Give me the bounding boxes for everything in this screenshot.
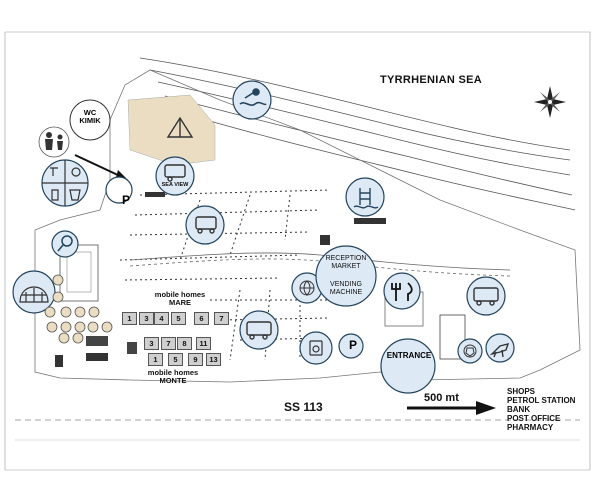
internal-road-dashed xyxy=(129,258,511,277)
destination-petrol-station: PETROL STATION xyxy=(507,396,576,405)
unit-number[interactable]: 6 xyxy=(194,312,209,325)
reception-circle[interactable] xyxy=(315,245,377,307)
bungalow-cluster xyxy=(44,274,113,344)
road-label: SS 113 xyxy=(284,400,323,414)
entrance-label: ENTRANCE xyxy=(386,351,432,360)
mobile-homes-monte-label: mobile homes MONTE xyxy=(138,369,208,385)
direction-arrow xyxy=(407,401,496,415)
entrance-circle[interactable] xyxy=(380,338,436,394)
buildings xyxy=(55,192,386,367)
unit-number[interactable]: 7 xyxy=(214,312,229,325)
caravan-circle[interactable] xyxy=(185,205,225,245)
distance-label: 500 mt xyxy=(424,392,459,404)
destination-post-office: POST OFFICE xyxy=(507,414,561,423)
sea-view-label: SEA VIEW xyxy=(161,182,189,188)
vending-line2: MACHINE xyxy=(329,289,363,296)
vending-label: VENDING MACHINE xyxy=(316,281,376,297)
search-circle[interactable] xyxy=(51,230,79,258)
internal-road xyxy=(129,252,511,271)
laundry-circle[interactable] xyxy=(299,331,333,365)
children-circle[interactable] xyxy=(38,126,70,158)
unit-number[interactable]: 3 xyxy=(139,312,154,325)
town-services-list: SHOPS PETROL STATION BANK POST OFFICE PH… xyxy=(507,387,575,432)
parking-circle-west[interactable] xyxy=(105,176,133,204)
reception-line1: RECEPTION xyxy=(325,255,367,262)
mobile-homes-monte-line2: MONTE xyxy=(159,376,187,385)
parking-label-west: P xyxy=(121,193,130,207)
dog-circle[interactable] xyxy=(485,333,515,363)
pool xyxy=(66,251,92,293)
shoreline xyxy=(139,57,576,211)
restaurant-icon xyxy=(391,282,413,301)
globe-icon xyxy=(299,280,315,296)
parking-label-entrance: P xyxy=(348,338,357,352)
wc-label-line2: KIMIK xyxy=(79,116,101,125)
search-icon xyxy=(57,235,73,252)
pool-ladder-icon xyxy=(353,188,379,209)
football-circle[interactable] xyxy=(457,338,483,364)
sea-view-circle[interactable] xyxy=(155,156,195,196)
unit-number[interactable]: 3 xyxy=(144,337,159,350)
caravan-icon xyxy=(164,164,217,234)
football-icon xyxy=(463,344,477,358)
parking-circle[interactable] xyxy=(338,333,364,359)
pool-circle[interactable] xyxy=(345,177,385,217)
tent-icon xyxy=(166,116,194,138)
unit-number[interactable]: 4 xyxy=(154,312,169,325)
mobile-home-dark-blocks xyxy=(86,336,137,354)
unit-number[interactable]: 5 xyxy=(171,312,186,325)
reception-label: RECEPTION MARKET xyxy=(316,255,376,271)
restaurant-circle[interactable] xyxy=(383,272,421,310)
tent-area xyxy=(127,94,216,166)
swimmer-icon xyxy=(239,88,267,106)
destination-bank: BANK xyxy=(507,405,531,414)
destination-shops: SHOPS xyxy=(507,387,536,396)
mobile-homes-monte-line1: mobile homes xyxy=(147,368,199,377)
mobile-homes-mare-line1: mobile homes xyxy=(154,290,206,299)
camper-icon xyxy=(246,287,499,340)
unit-number[interactable]: 1 xyxy=(148,353,163,366)
wc-circle[interactable] xyxy=(69,99,111,141)
map-frame xyxy=(4,31,591,471)
reception-line2: MARKET xyxy=(331,263,361,270)
igloo-icon xyxy=(19,286,49,303)
camper-circle-right[interactable] xyxy=(466,276,506,316)
laundry-icon xyxy=(309,340,323,356)
beach-circle[interactable] xyxy=(232,80,272,120)
mobile-homes-mare-label: mobile homes MARE xyxy=(145,291,215,307)
unit-number[interactable]: 7 xyxy=(161,337,176,350)
unit-number[interactable]: 5 xyxy=(168,353,183,366)
camper-circle-left[interactable] xyxy=(239,310,279,350)
unit-number[interactable]: 8 xyxy=(177,337,192,350)
sea-label: TYRRHENIAN SEA xyxy=(380,74,482,86)
wc-label-line1: WC xyxy=(83,108,97,117)
unit-number[interactable]: 11 xyxy=(196,337,211,350)
unit-number[interactable]: 1 xyxy=(122,312,137,325)
unit-number[interactable]: 13 xyxy=(206,353,221,366)
destination-pharmacy: PHARMACY xyxy=(507,423,554,432)
wc-label: WC KIMIK xyxy=(72,109,108,125)
mobile-homes-mare-line2: MARE xyxy=(168,298,192,307)
dog-icon xyxy=(489,343,510,358)
compass-icon xyxy=(534,86,566,118)
vending-line1: VENDING xyxy=(330,281,362,288)
children-icon xyxy=(45,132,63,150)
shower-icon xyxy=(42,160,88,206)
unit-number[interactable]: 9 xyxy=(188,353,203,366)
